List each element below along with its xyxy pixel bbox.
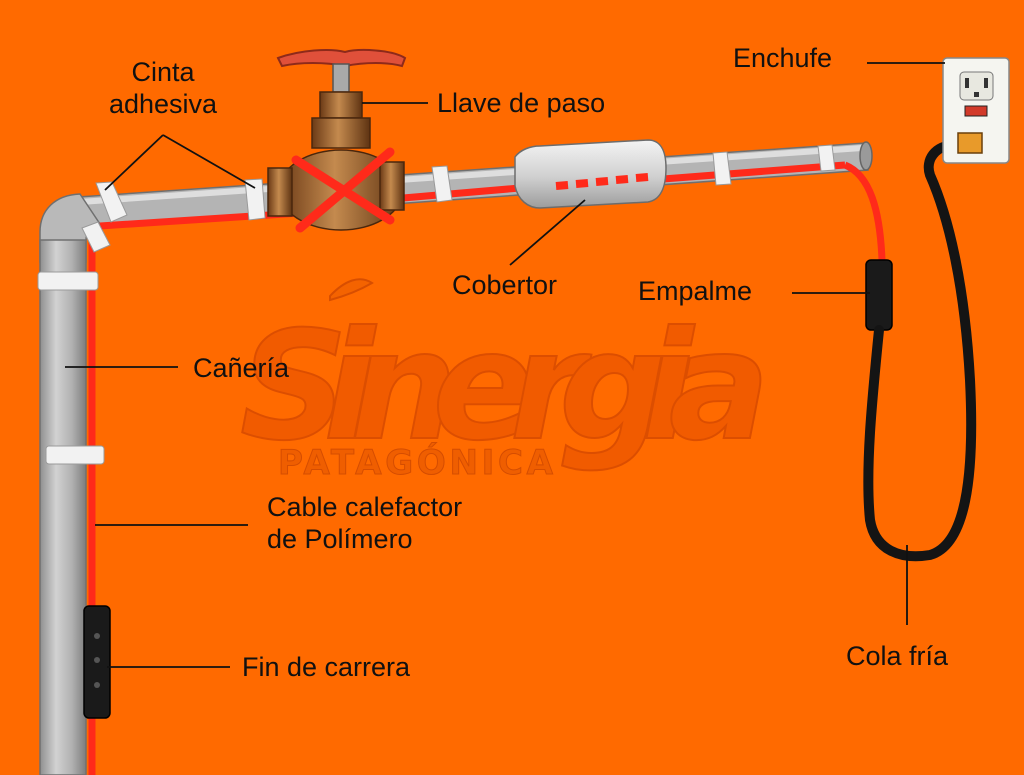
outlet xyxy=(942,57,1010,164)
label-enchufe: Enchufe xyxy=(733,43,833,73)
label-fin-de-carrera: Fin de carrera xyxy=(242,652,411,682)
tape-band xyxy=(712,151,732,186)
label-cinta-adhesiva-line1: Cinta xyxy=(131,57,195,87)
leader-cinta-adhesiva xyxy=(104,134,256,191)
tape-band xyxy=(95,181,128,223)
watermark: Sinergia PATAGÓNICA xyxy=(239,278,771,484)
pipe-highlight xyxy=(79,145,863,205)
valve-bonnet xyxy=(319,91,363,119)
label-cobertor: Cobertor xyxy=(452,270,558,300)
leader-lines xyxy=(65,62,945,668)
pipe-vertical xyxy=(39,239,87,775)
valve xyxy=(267,49,407,233)
valve-neck xyxy=(311,117,371,149)
pipe-end-cap xyxy=(859,141,873,171)
valve-handle xyxy=(276,49,407,68)
plug xyxy=(957,132,983,154)
label-cable-calefactor: Cable calefactor de Polímero xyxy=(267,491,462,555)
tape-band xyxy=(37,271,99,291)
heating-cable-drop xyxy=(843,161,888,276)
outlet-reset-button xyxy=(964,105,988,117)
watermark-accent xyxy=(329,278,374,302)
label-caneria: Cañería xyxy=(193,353,290,383)
valve-nut-right xyxy=(379,161,405,211)
label-cinta-adhesiva: Cinta adhesiva xyxy=(88,56,238,120)
label-cable-calefactor-line2: de Polímero xyxy=(267,524,413,554)
valve-nut-left xyxy=(267,167,293,217)
adhesive-tape-bands xyxy=(37,144,836,465)
valve-cable-x xyxy=(291,147,395,233)
valve-stem xyxy=(332,63,350,93)
cover-cable-stripes xyxy=(555,173,649,190)
label-cinta-adhesiva-line2: adhesiva xyxy=(108,89,218,119)
leader-cobertor xyxy=(509,199,586,266)
end-seal xyxy=(83,605,111,719)
label-cola-fria: Cola fría xyxy=(846,641,949,671)
cover xyxy=(514,139,667,209)
label-empalme: Empalme xyxy=(638,276,753,306)
tape-band xyxy=(431,165,453,203)
tape-band xyxy=(817,144,836,172)
label-llave-de-paso: Llave de paso xyxy=(437,88,606,118)
cover-body xyxy=(514,139,667,209)
tape-band xyxy=(244,178,266,221)
splice xyxy=(865,259,893,331)
cold-tail-cable xyxy=(863,140,977,562)
watermark-title: Sinergia xyxy=(240,300,770,474)
tape-band xyxy=(81,221,111,253)
label-cable-calefactor-line1: Cable calefactor xyxy=(267,492,463,522)
tape-band xyxy=(45,445,105,465)
